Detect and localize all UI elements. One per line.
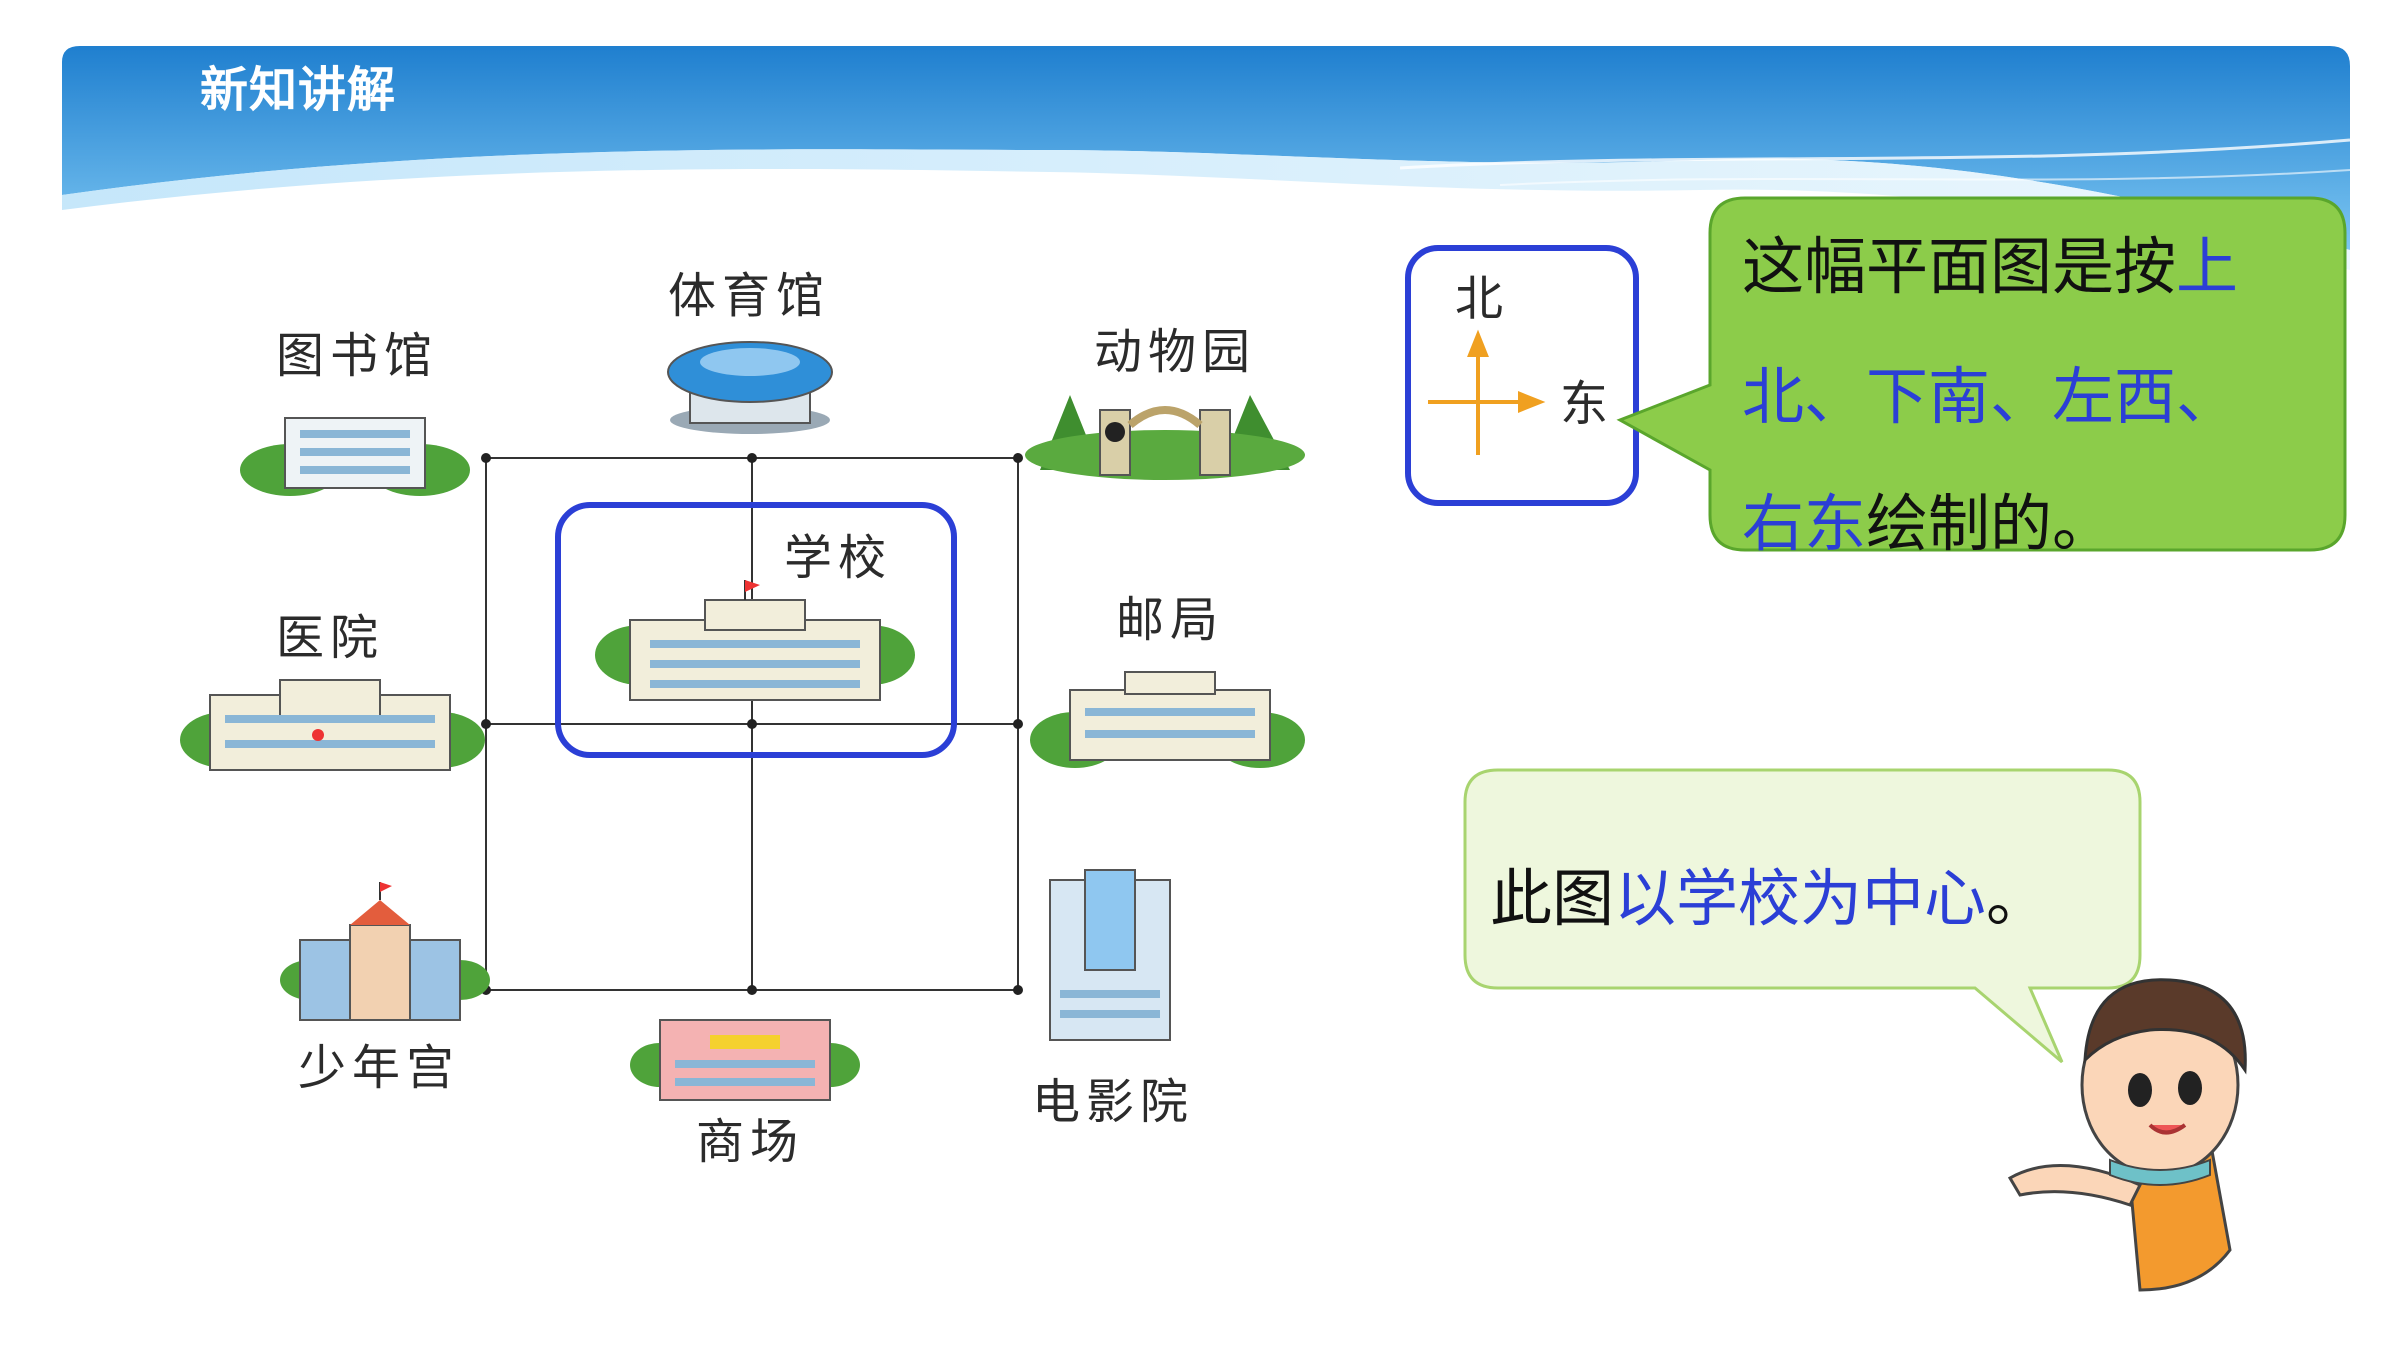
- header-banner: [62, 46, 2351, 270]
- boy-character-illustration: [2007, 978, 2247, 1292]
- label-school: 学校: [784, 530, 892, 586]
- direction-line-3: 右东绘制的。: [1742, 487, 2114, 560]
- direction-line-1: 这幅平面图是按上: [1742, 230, 2238, 303]
- center-suffix: 。: [1986, 862, 2048, 935]
- school-building-icon: [595, 580, 915, 701]
- label-gym: 体育馆: [668, 268, 830, 324]
- gym-building-icon: [667, 341, 833, 434]
- center-statement: 此图以学校为中心。: [1490, 862, 2048, 935]
- direction-up-north-part: 上: [2176, 230, 2238, 303]
- compass-east-label: 东: [1560, 376, 1608, 432]
- mall-building-icon: [630, 1019, 860, 1101]
- label-zoo: 动物园: [1094, 324, 1256, 380]
- cinema-building-icon: [1049, 869, 1171, 1041]
- compass-north-label: 北: [1455, 271, 1503, 327]
- direction-line-2: 北、下南、左西、: [1742, 360, 2238, 433]
- compass-box: [1405, 245, 1639, 506]
- library-building-icon: [240, 417, 470, 496]
- hospital-building-icon: [180, 679, 485, 771]
- center-highlight: 以学校为中心: [1614, 862, 1986, 935]
- grid-nodes: [481, 453, 1023, 995]
- label-library: 图书馆: [276, 328, 438, 384]
- center-prefix: 此图: [1490, 862, 1614, 935]
- slide-title: 新知讲解: [200, 62, 397, 118]
- label-post-office: 邮局: [1116, 592, 1224, 648]
- compass-arrows-icon: [1428, 329, 1546, 455]
- direction-line-1-text: 这幅平面图是按: [1742, 230, 2176, 303]
- label-youth-palace: 少年宫: [298, 1040, 460, 1096]
- label-cinema: 电影院: [1032, 1074, 1194, 1130]
- label-mall: 商场: [696, 1114, 804, 1170]
- zoo-gate-icon: [1025, 395, 1305, 480]
- label-hospital: 医院: [276, 610, 384, 666]
- post-office-building-icon: [1030, 671, 1305, 768]
- direction-line-3-text: 绘制的。: [1866, 487, 2114, 560]
- direction-speech-bubble: [1616, 196, 2347, 552]
- center-speech-bubble: [1463, 768, 2142, 1064]
- youth-palace-building-icon: [280, 882, 490, 1021]
- school-highlight-box: [555, 502, 957, 758]
- direction-right-east-part: 右东: [1742, 487, 1866, 560]
